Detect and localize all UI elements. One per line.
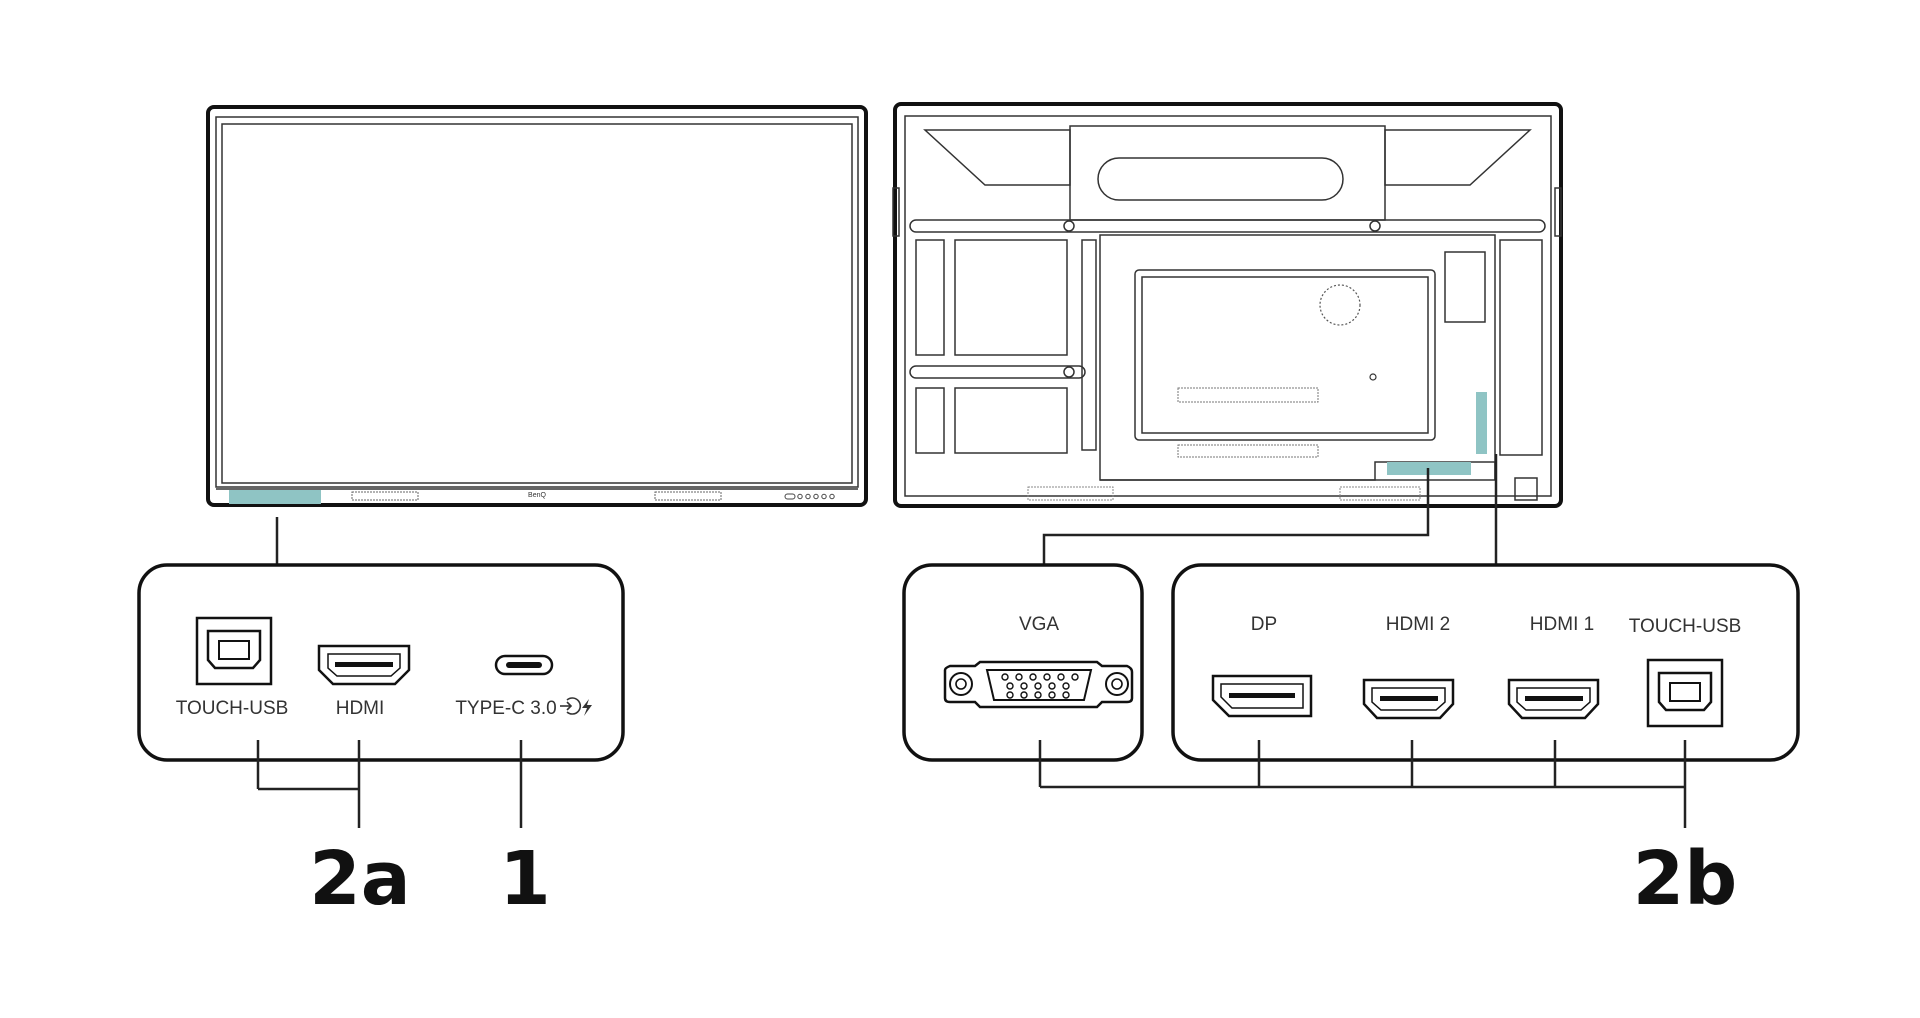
port-label-rear-touch-usb: TOUCH-USB — [1629, 616, 1742, 637]
front-buttons — [784, 493, 835, 500]
brand-mark: BenQ — [528, 492, 546, 499]
vga-connector-panel: VGA — [902, 563, 1144, 762]
group-label-2a: 2a — [309, 836, 410, 922]
group-label-2b: 2b — [1633, 836, 1737, 922]
usb-b-icon — [195, 616, 273, 686]
front-leader-lines — [256, 740, 523, 828]
port-label-vga: VGA — [1019, 614, 1059, 635]
hdmi-icon — [1507, 678, 1600, 720]
rear-leader-top — [1042, 454, 1498, 565]
power-bolt-icon — [582, 699, 592, 716]
vga-icon — [943, 660, 1134, 709]
front-connector-panel: TOUCH-USB HDMI TYPE-C 3.0 — [137, 517, 625, 762]
hdmi-icon — [317, 644, 411, 686]
port-label-hdmi: HDMI — [336, 698, 385, 719]
port-label-dp: DP — [1251, 614, 1277, 635]
front-display: BenQ — [206, 105, 868, 507]
port-label-type-c: TYPE-C 3.0 — [455, 698, 556, 719]
group-label-1: 1 — [499, 836, 551, 922]
front-port-highlight — [229, 490, 321, 504]
port-label-hdmi-2: HDMI 2 — [1386, 614, 1450, 635]
input-icon — [560, 697, 582, 715]
port-label-touch-usb: TOUCH-USB — [176, 698, 289, 719]
hdmi-icon — [1362, 678, 1455, 720]
rear-display — [892, 102, 1563, 508]
rear-connector-panel: DP HDMI 2 HDMI 1 TOUCH-USB — [1171, 563, 1800, 762]
rear-leader-lines — [1038, 740, 1687, 828]
displayport-icon — [1211, 674, 1313, 718]
usb-c-icon — [494, 654, 554, 676]
usb-b-icon — [1646, 658, 1724, 728]
rear-vertical-port-highlight — [1476, 392, 1487, 454]
port-label-hdmi-1: HDMI 1 — [1530, 614, 1594, 635]
